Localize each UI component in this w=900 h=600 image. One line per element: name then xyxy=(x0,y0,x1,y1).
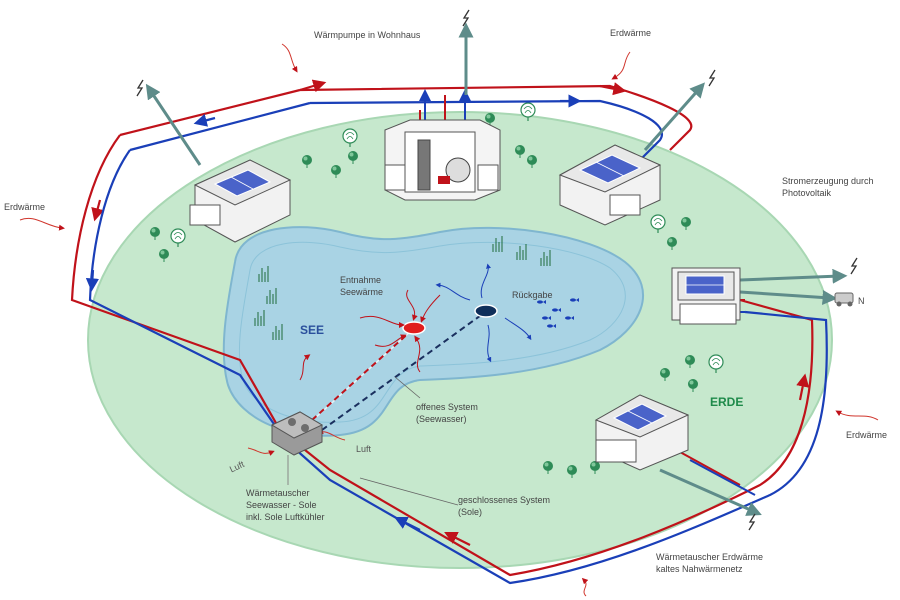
return-point xyxy=(474,304,498,318)
solar-panel-icon xyxy=(612,403,668,431)
solar-panel-icon xyxy=(213,169,272,197)
heat-exchanger-box xyxy=(270,411,324,485)
building-right-top xyxy=(558,144,662,226)
building-right-bottom xyxy=(594,394,690,471)
geothermal-label-left: Erdwärme xyxy=(4,202,45,212)
hx-label-line2: Seewasser - Sole xyxy=(246,500,317,510)
closed-system-label-line1: geschlossenes System xyxy=(458,495,550,505)
building-left xyxy=(189,159,292,243)
hx-label-line1: Wärmetauscher xyxy=(246,488,310,498)
lake xyxy=(222,226,644,437)
closed-system-label-line2: (Sole) xyxy=(458,507,482,517)
return-label: Rückgabe xyxy=(512,290,553,300)
ev-symbol: N xyxy=(858,296,865,306)
air-label-right: Luft xyxy=(356,444,372,454)
earth-label: ERDE xyxy=(710,395,743,409)
open-system-label-line2: (Seewasser) xyxy=(416,414,467,424)
hx-label-line3: inkl. Sole Luftkühler xyxy=(246,512,325,522)
cold-pipe-loop xyxy=(88,99,828,585)
open-system-label-line1: offenes System xyxy=(416,402,478,412)
pv-label-line2: Photovoltaik xyxy=(782,188,832,198)
lake-label: SEE xyxy=(300,323,324,337)
building-right-middle xyxy=(671,267,741,325)
heat-squiggle-icon xyxy=(19,43,879,597)
geothermal-label-right: Erdwärme xyxy=(846,430,887,440)
car-icon xyxy=(834,292,854,307)
extraction-label-line1: Entnahme xyxy=(340,275,381,285)
solar-panel-icon xyxy=(685,275,725,295)
pv-label-line1: Stromerzeugung durch xyxy=(782,176,874,186)
network-label-line2: kaltes Nahwärmenetz xyxy=(656,564,743,574)
heat-pump-house xyxy=(384,119,501,201)
network-label-line1: Wärmetauscher Erdwärme xyxy=(656,552,763,562)
solar-panel-icon xyxy=(578,154,642,184)
geothermal-label-top: Erdwärme xyxy=(610,28,651,38)
power-arrows xyxy=(145,22,848,516)
heat-pump-label: Wärmpumpe in Wohnhaus xyxy=(314,30,421,40)
extraction-point xyxy=(402,321,426,335)
extraction-label-line2: Seewärme xyxy=(340,287,383,297)
